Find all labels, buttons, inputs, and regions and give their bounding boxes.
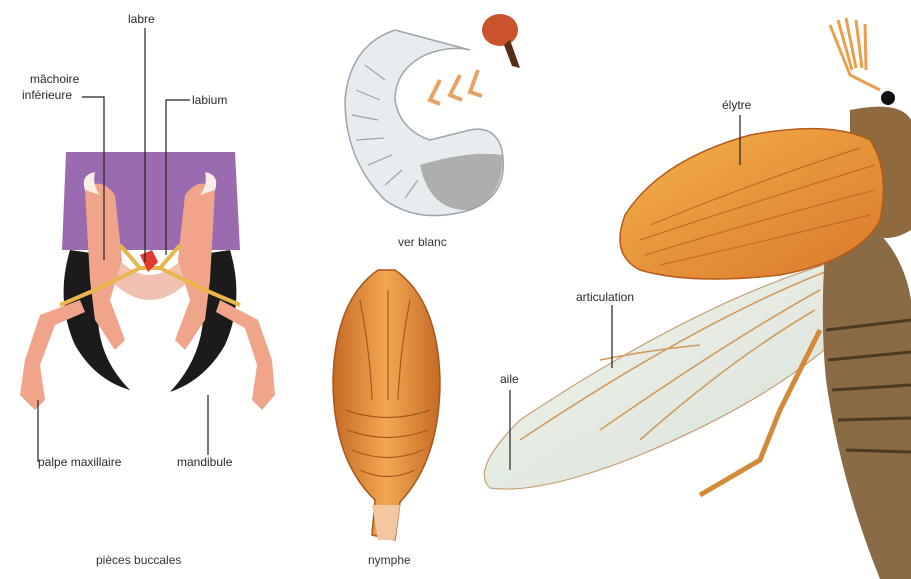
label-machoire-line2: inférieure [22, 88, 72, 102]
caption-nymphe: nymphe [368, 553, 411, 567]
label-elytre: élytre [722, 98, 751, 112]
label-mandibule: mandibule [177, 455, 232, 469]
label-palpe-maxillaire: palpe maxillaire [38, 455, 121, 469]
label-machoire-line1: mâchoire [30, 72, 79, 86]
pupa-body [333, 270, 440, 540]
label-labium: labium [192, 93, 227, 107]
larva-legs [430, 70, 482, 104]
label-aile: aile [500, 372, 519, 386]
adult-illustration [484, 18, 911, 579]
caption-pieces-buccales: pièces buccales [96, 553, 181, 567]
larva-mandible [504, 40, 520, 68]
antenna [830, 18, 880, 90]
pupa-illustration [333, 270, 440, 540]
larva-illustration [345, 14, 520, 216]
larva-head [482, 14, 518, 46]
eye [881, 91, 895, 105]
hind-wing [484, 260, 840, 489]
label-articulation: articulation [576, 290, 634, 304]
caption-ver-blanc: ver blanc [398, 235, 447, 249]
label-labre: labre [128, 12, 155, 26]
mouthparts-illustration [20, 152, 275, 410]
right-palp [216, 300, 275, 410]
